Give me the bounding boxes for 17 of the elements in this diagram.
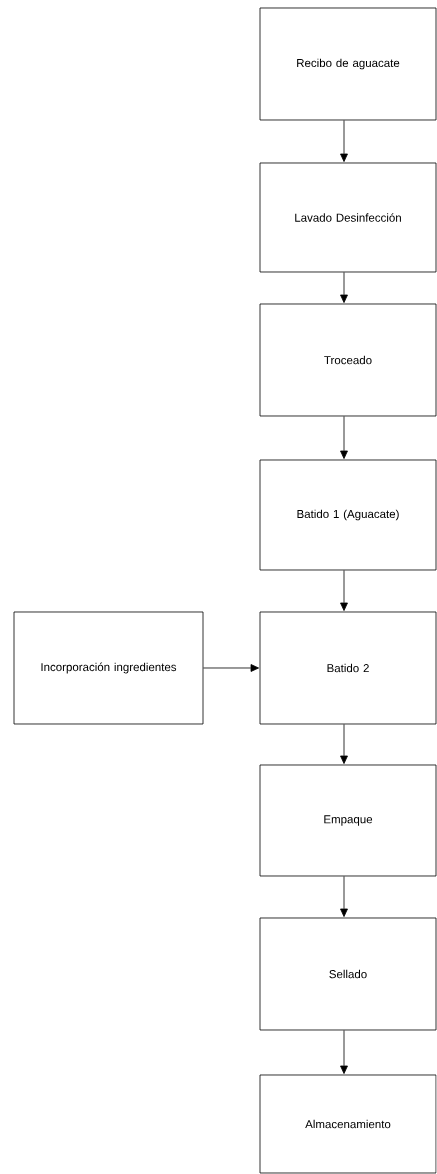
arrow <box>340 876 348 917</box>
arrow <box>340 416 348 459</box>
arrow <box>340 1030 348 1074</box>
process-box: Lavado Desinfección <box>259 162 437 273</box>
arrow <box>340 272 348 303</box>
arrow <box>340 120 348 162</box>
process-box: Empaque <box>259 764 437 877</box>
process-box: Sellado <box>259 917 437 1031</box>
process-box: Troceado <box>259 303 437 417</box>
process-box: Recibo de aguacate <box>259 7 437 121</box>
process-box: Almacenamiento <box>259 1074 437 1174</box>
process-box: Batido 2 <box>259 611 437 725</box>
arrow <box>340 724 348 764</box>
process-box: Batido 1 (Aguacate) <box>259 459 437 571</box>
process-box: Incorporación ingredientes <box>13 611 204 725</box>
arrow <box>203 664 259 672</box>
arrow <box>340 570 348 611</box>
